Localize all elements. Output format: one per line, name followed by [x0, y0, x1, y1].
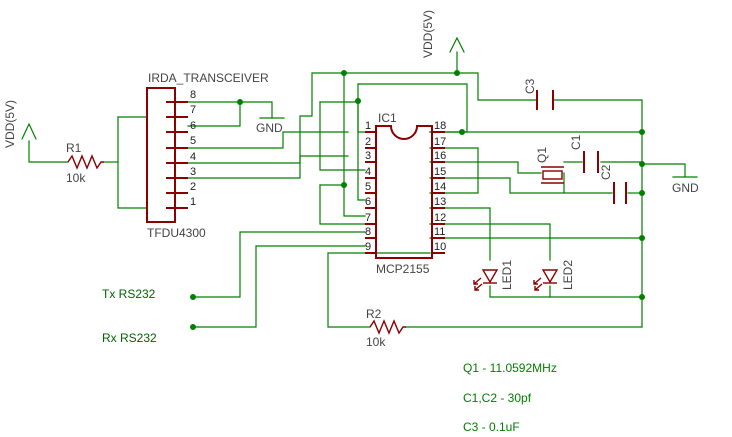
ic-pin-6: 6 [365, 196, 371, 208]
irda-pin-6: 6 [190, 120, 196, 132]
capacitor-c1: C1 [569, 134, 599, 173]
c2-label: C2 [599, 164, 613, 180]
vdd-top-symbol: VDD(5V) [421, 10, 465, 58]
ic-name: IC1 [378, 111, 397, 125]
led1-label: LED1 [500, 260, 514, 290]
irda-part: TFDU4300 [147, 226, 206, 240]
ic-pin-15: 15 [434, 166, 446, 178]
crystal-q1: Q1 [535, 147, 564, 184]
ic-pin-7: 7 [365, 212, 371, 224]
gnd-right-label: GND [672, 181, 699, 195]
wires [28, 51, 686, 328]
ic-pin-14: 14 [434, 181, 446, 193]
irda-pin-2: 2 [190, 181, 196, 193]
ic-pin-18: 18 [434, 120, 446, 132]
r2-name: R2 [366, 307, 382, 321]
ic-pin-12: 12 [434, 212, 446, 224]
capacitor-c2: C2 [599, 164, 627, 204]
note-c3: C3 - 0.1uF [463, 420, 520, 434]
ic-pin-4: 4 [365, 166, 371, 178]
led-1: LED1 [473, 260, 514, 291]
irda-pin-8: 8 [190, 89, 196, 101]
resistor-r2: R2 10k [366, 307, 406, 349]
irda-pin-1: 1 [190, 196, 196, 208]
irda-pin-5: 5 [190, 135, 196, 147]
c1-label: C1 [569, 134, 583, 150]
vdd-left-symbol: VDD(5V) [3, 100, 37, 148]
irda-pin-7: 7 [190, 104, 196, 116]
ic-pin-11: 11 [434, 226, 445, 238]
ic-pin-16: 16 [434, 150, 446, 162]
capacitor-c3: C3 [523, 78, 554, 110]
ic-mcp2155: IC1 1 2 3 4 5 6 7 8 9 18 17 16 15 14 13 … [365, 111, 446, 276]
ic-pin-2: 2 [365, 136, 371, 148]
q1-label: Q1 [535, 147, 549, 163]
ic-pin-10: 10 [434, 241, 446, 253]
irda-name: IRDA_TRANSCEIVER [148, 71, 269, 85]
tx-rs232-label: Tx RS232 [102, 287, 156, 301]
ic-pin-8: 8 [365, 226, 371, 238]
note-c1-c2: C1,C2 - 30pf [463, 391, 532, 405]
ic-pin-9: 9 [365, 241, 371, 253]
rx-rs232-label: Rx RS232 [102, 331, 157, 345]
gnd-right-symbol: GND [672, 176, 699, 195]
ic-pin-1: 1 [365, 120, 371, 132]
r1-name: R1 [66, 141, 82, 155]
ic-part: MCP2155 [376, 262, 430, 276]
vdd-left-label: VDD(5V) [3, 100, 17, 148]
r2-value: 10k [366, 335, 386, 349]
c3-label: C3 [523, 78, 537, 94]
vdd-top-label: VDD(5V) [421, 10, 435, 58]
ic-pin-5: 5 [365, 181, 371, 193]
note-q1: Q1 - 11.0592MHz [463, 361, 557, 375]
junctions [190, 70, 645, 330]
irda-pin-4: 4 [190, 151, 196, 163]
resistor-r1: R1 10k [66, 141, 104, 185]
led-2: LED2 [533, 260, 575, 291]
ic-pin-13: 13 [434, 196, 446, 208]
irda-transceiver: IRDA_TRANSCEIVER 8 7 6 5 4 3 2 1 TFDU430… [146, 71, 269, 240]
r1-value: 10k [66, 171, 86, 185]
gnd-irda-symbol: GND [256, 117, 285, 135]
led2-label: LED2 [561, 260, 575, 290]
gnd-irda-label: GND [256, 121, 283, 135]
irda-pin-stubs [166, 101, 188, 209]
ic-pin-3: 3 [365, 150, 371, 162]
irda-pin-3: 3 [190, 166, 196, 178]
ic-pin-17: 17 [434, 136, 446, 148]
